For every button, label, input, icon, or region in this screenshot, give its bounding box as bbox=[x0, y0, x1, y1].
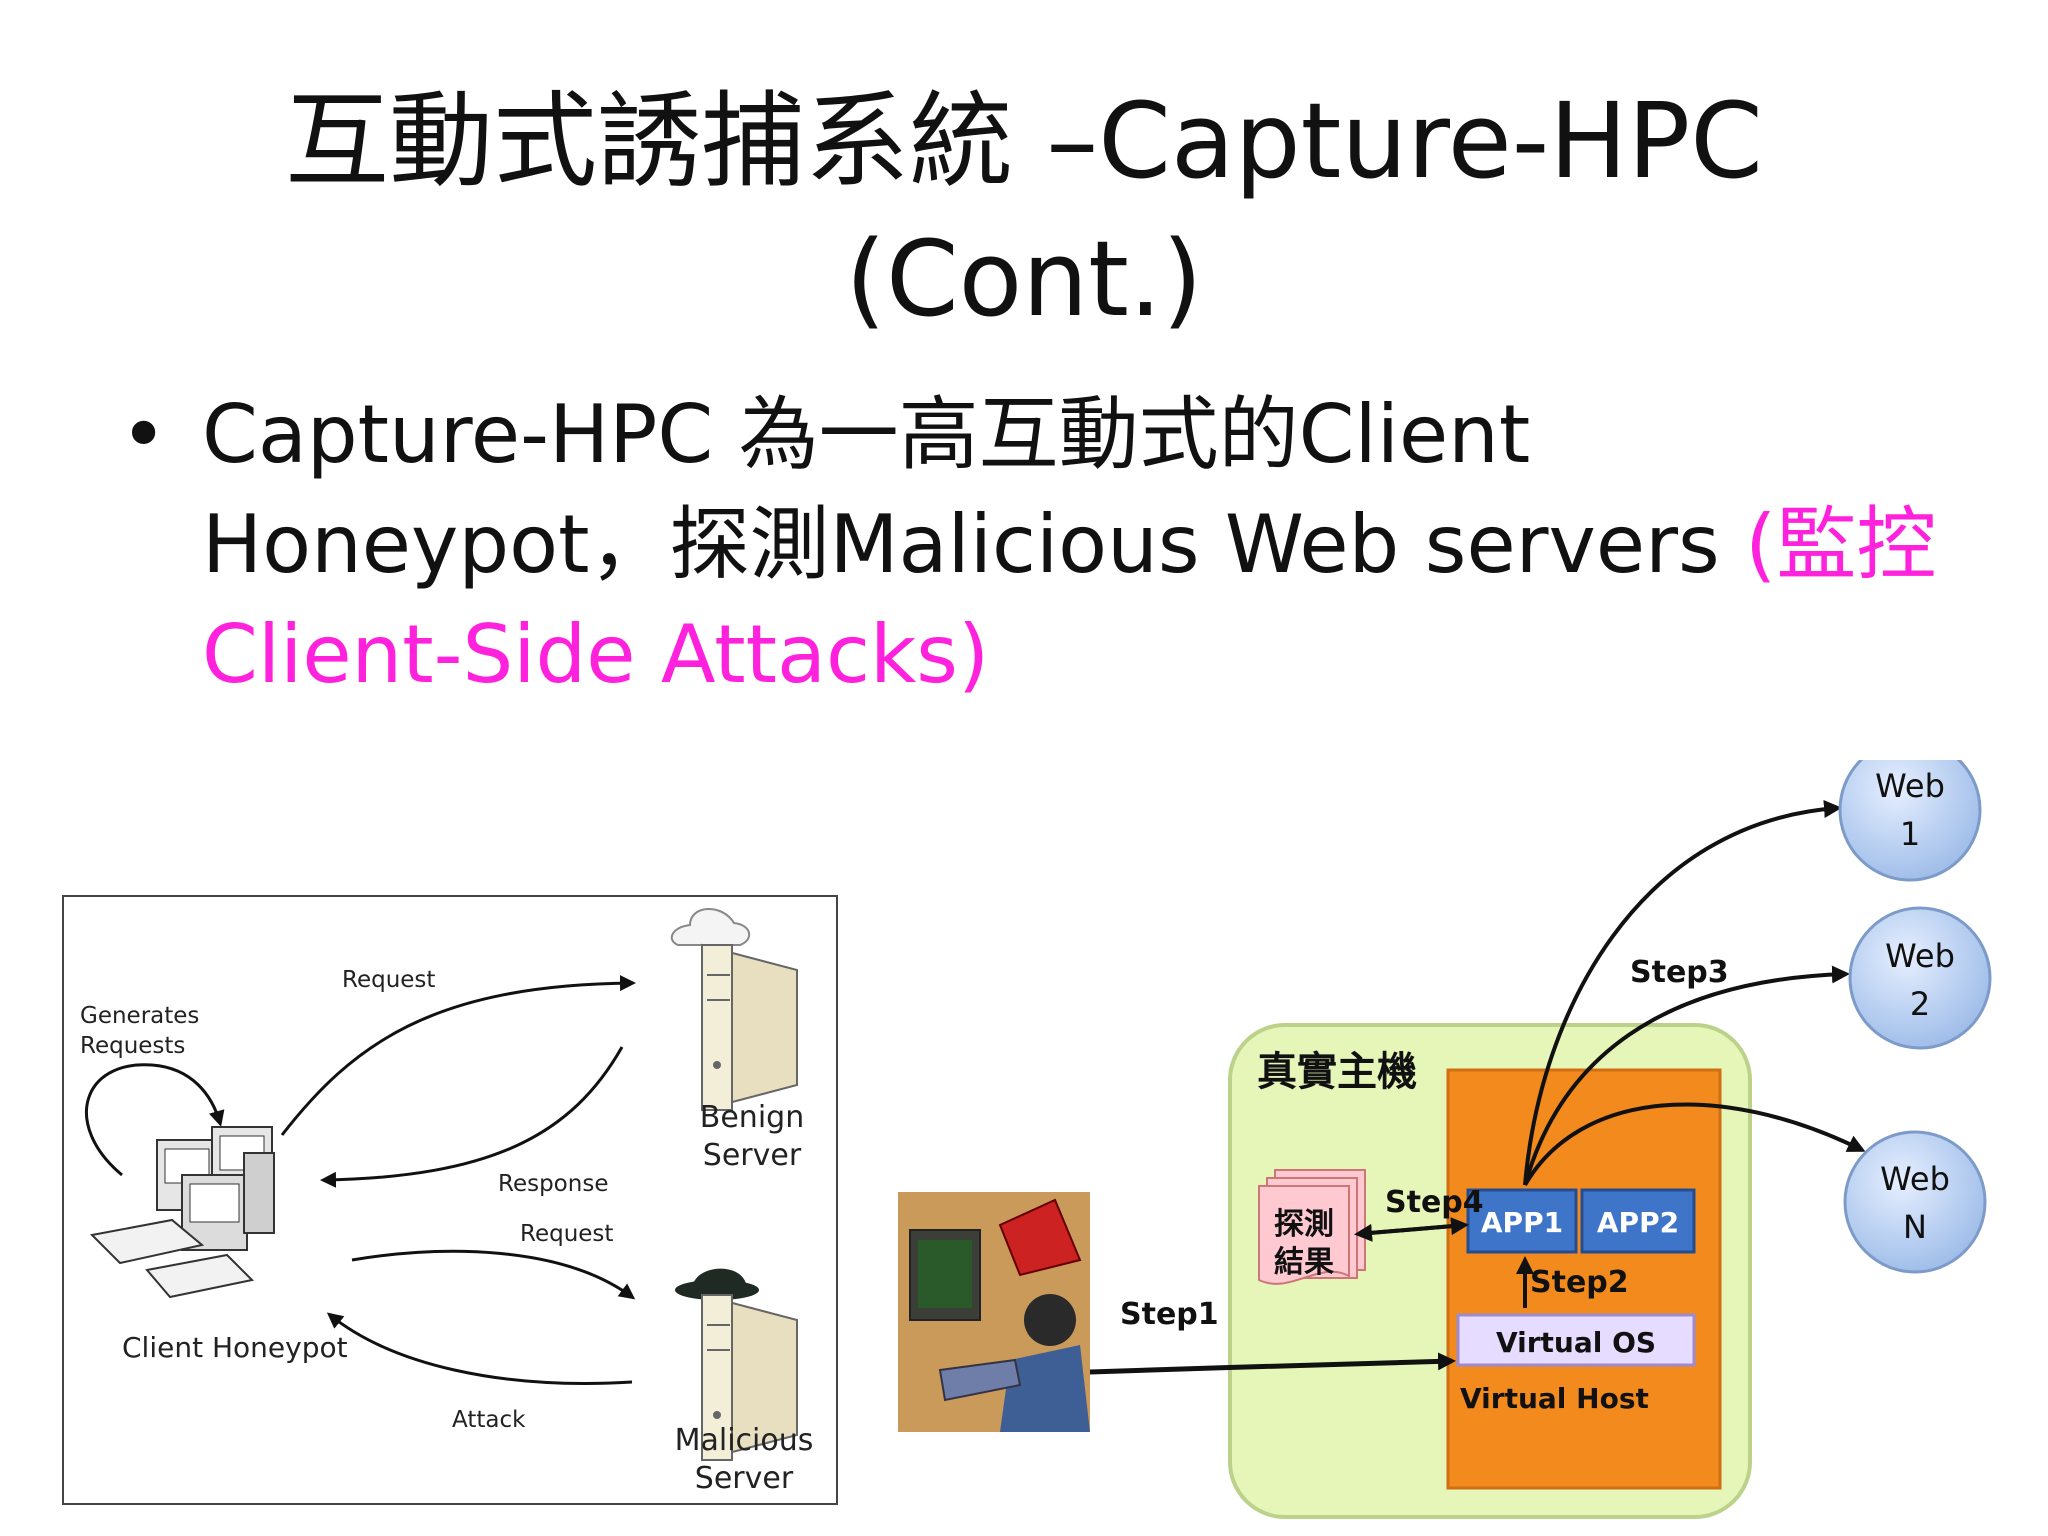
virtual-os-label: Virtual OS bbox=[1496, 1326, 1656, 1359]
malicious-server-label-2: Server bbox=[695, 1461, 794, 1496]
client-honeypot-diagram: Generates Requests Request Response Requ… bbox=[62, 895, 838, 1505]
app1-box bbox=[1466, 1188, 1578, 1254]
attack-label: Attack bbox=[452, 1407, 526, 1433]
request-top-label: Request bbox=[342, 967, 435, 993]
real-host-label: 真實主機 bbox=[1257, 1049, 1417, 1095]
web1-label-1: Web bbox=[1875, 767, 1945, 805]
step4-label: Step4 bbox=[1385, 1185, 1484, 1220]
benign-server-icon bbox=[670, 908, 798, 1112]
step3-arrow-web1 bbox=[1523, 800, 1842, 1186]
step3-arrow-webn bbox=[1523, 1102, 1866, 1187]
benign-server-label-1: Benign bbox=[700, 1100, 804, 1135]
response-label: Response bbox=[498, 1171, 608, 1197]
web2-label-1: Web bbox=[1885, 937, 1955, 975]
generates-requests-loop-arrow bbox=[84, 1063, 225, 1177]
virtual-host-box bbox=[1446, 1068, 1722, 1490]
app2-label: APP2 bbox=[1597, 1206, 1679, 1239]
slide-title-line2: (Cont.) bbox=[845, 218, 1203, 340]
client-honeypot-label: Client Honeypot bbox=[122, 1331, 348, 1364]
response-arrow bbox=[320, 1046, 624, 1188]
bullet-text: Capture-HPC 為一高互動式的Client Honeypot，探測Mal… bbox=[202, 380, 2002, 710]
bullet-line1: Capture-HPC 為一高互動式的Client bbox=[202, 388, 1531, 481]
app1-label: APP1 bbox=[1481, 1206, 1563, 1239]
bullet-marker: • bbox=[120, 388, 168, 481]
generates-requests-label-2: Requests bbox=[80, 1033, 185, 1059]
request-bottom-label: Request bbox=[520, 1221, 613, 1247]
app2-box bbox=[1580, 1188, 1696, 1254]
step4-return-arrow bbox=[1354, 1223, 1466, 1242]
bullet-highlight-start: (監控 bbox=[1745, 498, 1937, 591]
attack-arrow bbox=[326, 1312, 633, 1385]
bullet-line2: Honeypot，探測Malicious Web servers (監控 bbox=[202, 490, 2002, 600]
bullet-highlight-line3: Client-Side Attacks) bbox=[202, 608, 990, 701]
result-label-2: 結果 bbox=[1274, 1245, 1334, 1280]
web2-label-2: 2 bbox=[1910, 985, 1930, 1023]
web1-label-2: 1 bbox=[1900, 815, 1920, 853]
step1-arrow bbox=[1089, 1352, 1456, 1375]
step3-arrow-web2 bbox=[1523, 965, 1850, 1186]
malicious-server-icon bbox=[675, 1268, 798, 1462]
generates-requests-label-1: Generates bbox=[80, 1003, 199, 1029]
request-arrow-top bbox=[280, 975, 636, 1136]
step3-label: Step3 bbox=[1630, 955, 1729, 990]
slide-title: 互動式誘捕系統 –Capture-HPC (Cont.) bbox=[0, 72, 2048, 348]
request-arrow-bottom bbox=[351, 1249, 636, 1300]
web1-node bbox=[1838, 760, 1982, 882]
result-label-1: 探測 bbox=[1274, 1207, 1334, 1242]
benign-server-label-2: Server bbox=[703, 1138, 802, 1173]
client-computers-icon bbox=[89, 1126, 275, 1299]
user-at-computer-illustration bbox=[898, 1192, 1090, 1432]
malicious-server-label-1: Malicious bbox=[675, 1423, 814, 1458]
step1-label: Step1 bbox=[1120, 1297, 1219, 1332]
step2-label: Step2 bbox=[1530, 1265, 1629, 1300]
slide-title-line1: 互動式誘捕系統 –Capture-HPC bbox=[285, 80, 1763, 202]
webn-label-2: N bbox=[1903, 1208, 1927, 1246]
webn-label-1: Web bbox=[1880, 1160, 1950, 1198]
web2-node bbox=[1848, 906, 1992, 1050]
virtual-host-label: Virtual Host bbox=[1460, 1382, 1649, 1415]
capture-hpc-architecture-diagram: 真實主機 APP1 APP2 Virtual OS Virtual Host 探… bbox=[898, 760, 1992, 1519]
bullet-line2-text: Honeypot，探測Malicious Web servers bbox=[202, 498, 1746, 591]
virtual-os-box bbox=[1456, 1313, 1696, 1367]
result-document-icon bbox=[1258, 1169, 1366, 1285]
webn-node bbox=[1843, 1130, 1987, 1274]
